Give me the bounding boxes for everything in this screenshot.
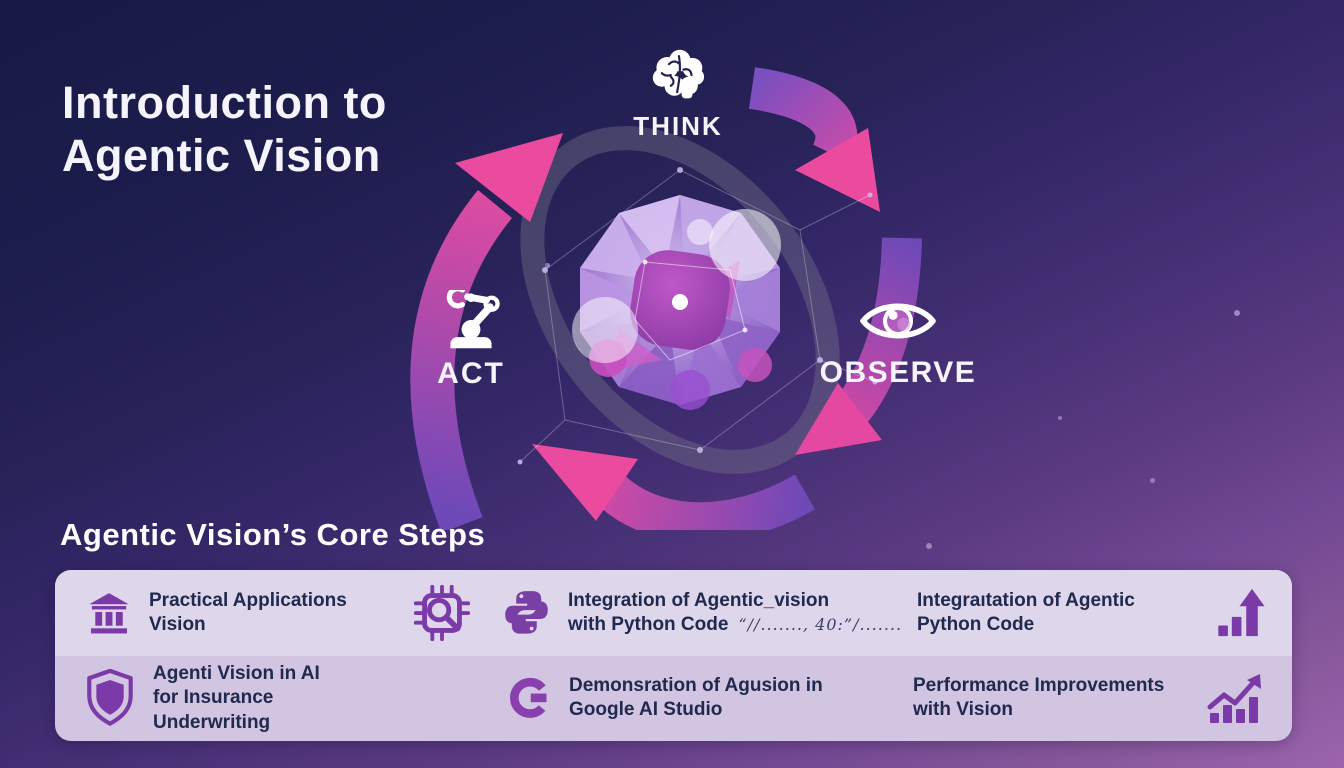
step-label-observe: OBSERVE [819, 356, 977, 389]
bg-dot [1058, 416, 1062, 420]
arrow-observe-down [795, 237, 922, 455]
shield-icon [87, 669, 133, 727]
item-label: Integration of Agentic_vision [568, 589, 830, 611]
item-label: Performance Improvements with Vision [913, 675, 1165, 721]
eye-icon [860, 303, 936, 339]
item-label: Agenti Vision in AI for Insurance Underw… [153, 663, 320, 733]
robot-arm-icon [446, 290, 500, 349]
list-item: Practical Applications Vision [85, 589, 347, 637]
polyhedron [572, 195, 781, 410]
bank-icon [89, 593, 129, 634]
item-label: with Python Code [568, 613, 729, 635]
bg-dot [1234, 310, 1240, 316]
bar-chart-up-icon [1218, 588, 1265, 636]
step-label-think: THINK [633, 111, 723, 141]
list-item [411, 582, 473, 644]
brain-icon [652, 49, 705, 99]
core-steps-row-1: Practical Applications Vision [55, 570, 1292, 656]
list-item [1212, 587, 1267, 639]
item-label: Practical Applications Vision [149, 589, 347, 635]
trend-chart-icon [1207, 674, 1261, 724]
arrow-act-to-think [410, 133, 563, 530]
cycle-step-observe: OBSERVE [818, 296, 978, 390]
item-label: Integraıtation of Agentic Python Code [917, 589, 1135, 635]
list-item: Integraıtation of Agentic Python Code [917, 589, 1135, 637]
code-scribble: “//......., 40:”/....... [738, 614, 903, 634]
cycle-diagram [410, 67, 922, 530]
arrow-think-to-observe [748, 67, 880, 212]
chip-search-icon [413, 584, 471, 641]
step-label-act: ACT [437, 357, 505, 390]
google-g-icon [509, 678, 551, 719]
python-icon [505, 591, 548, 635]
list-item: Performance Improvements with Vision [913, 674, 1164, 722]
core-steps-heading: Agentic Vision’s Core Steps [60, 517, 486, 552]
item-label: Demonsration of Agusion in Google AI Stu… [569, 675, 823, 721]
page-title: Introduction to Agentic Vision [62, 77, 387, 182]
list-item: Agenti Vision in AI for Insurance Underw… [85, 662, 320, 734]
core-steps-row-2: Agenti Vision in AI for Insurance Underw… [55, 655, 1292, 741]
orbit-ring [520, 126, 840, 474]
bg-dot [1150, 478, 1155, 483]
cycle-step-act: ACT [406, 290, 536, 391]
wireframe-dots [517, 167, 878, 465]
list-item [1205, 671, 1263, 725]
arrow-bottom-to-act [532, 444, 815, 530]
list-item: Demonsration of Agusion in Google AI Stu… [508, 674, 823, 722]
bg-dot [926, 543, 932, 549]
core-steps-panel: Practical Applications Vision [55, 570, 1292, 741]
list-item: Integration of Agentic_vision with Pytho… [503, 589, 902, 637]
bg-dot [545, 263, 550, 268]
cycle-step-think: THINK [608, 48, 748, 142]
